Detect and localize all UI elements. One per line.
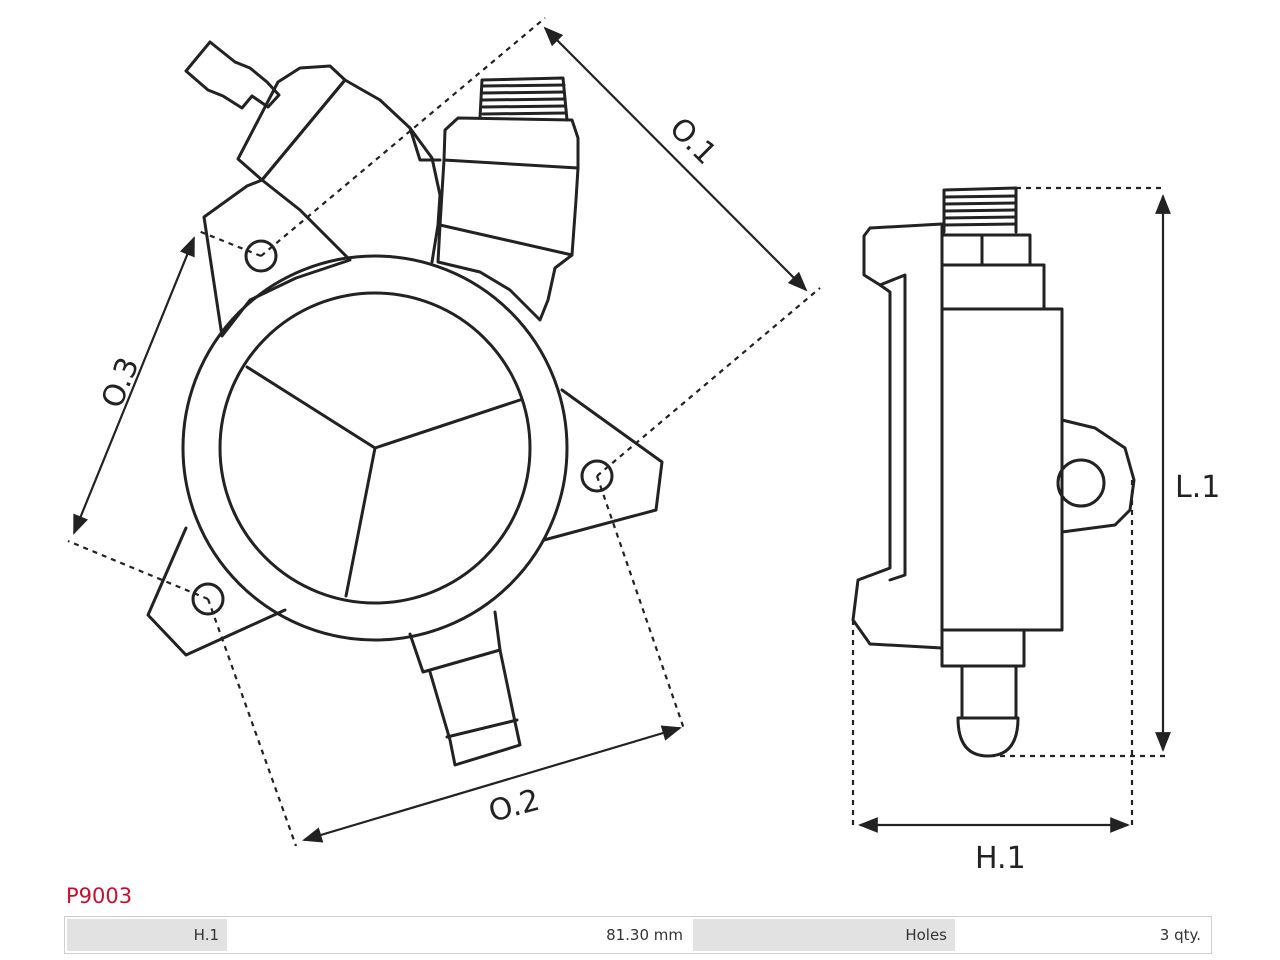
side-bottom-boss bbox=[940, 628, 1026, 668]
spec-value-h1: 81.30 mm bbox=[229, 919, 691, 951]
technical-drawing: O.1 O.2 O.3 L.1 H.1 bbox=[67, 17, 1220, 876]
upper-left-lobe bbox=[202, 178, 352, 338]
side-body bbox=[940, 307, 1064, 632]
lower-left-lobe bbox=[146, 526, 287, 657]
side-flange bbox=[851, 222, 944, 650]
left-hose-nozzle bbox=[184, 40, 281, 110]
side-dimensions bbox=[851, 186, 1171, 833]
right-lobe bbox=[542, 388, 664, 542]
spec-table: H.1 81.30 mm Holes 3 qty. bbox=[64, 916, 1212, 954]
mounting-hole-3 bbox=[191, 582, 225, 616]
pump-upper-body bbox=[260, 78, 442, 264]
left-fitting-block bbox=[236, 64, 347, 182]
port-hex-nut bbox=[442, 116, 580, 170]
dim-label-o3: O.3 bbox=[95, 353, 147, 413]
front-dimensions bbox=[67, 17, 821, 847]
dim-label-h1: H.1 bbox=[975, 841, 1026, 876]
side-bottom-ball bbox=[956, 716, 1020, 758]
dim-label-o1: O.1 bbox=[662, 111, 723, 172]
side-ear bbox=[1060, 418, 1136, 534]
mounting-hole-1 bbox=[244, 239, 278, 273]
dim-label-o2: O.2 bbox=[485, 783, 543, 830]
spec-label-holes: Holes bbox=[693, 919, 955, 951]
dim-label-l1: L.1 bbox=[1175, 470, 1220, 505]
side-hex-nut bbox=[940, 233, 1032, 267]
pump-housing-inner bbox=[218, 291, 532, 605]
side-ear-hole bbox=[1056, 458, 1106, 508]
spec-value-holes: 3 qty. bbox=[957, 919, 1209, 951]
front-view bbox=[146, 40, 664, 767]
spec-label-h1: H.1 bbox=[67, 919, 227, 951]
side-bottom-stem bbox=[960, 664, 1018, 720]
mounting-hole-2 bbox=[580, 459, 614, 493]
part-number: P9003 bbox=[66, 884, 133, 908]
bottom-nozzle-base bbox=[408, 610, 502, 674]
side-view bbox=[851, 186, 1136, 758]
housing-cover-lines bbox=[245, 365, 522, 598]
